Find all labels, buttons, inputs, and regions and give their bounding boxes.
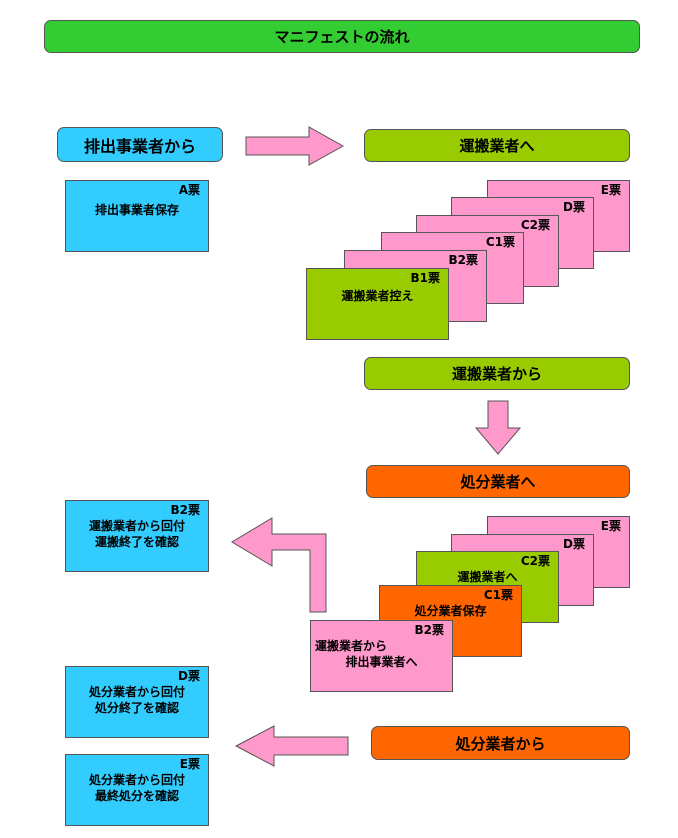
stack1-slip-d-code: D票 [563,200,585,214]
arrow-right-icon [245,126,345,166]
stack2-slip-e-code: E票 [600,519,621,533]
slip-a-code: A票 [178,183,200,197]
header-to-processor: 処分業者へ [366,465,630,498]
header-to-transporter-label: 運搬業者へ [459,137,535,155]
slip-b1: B1票 運搬業者控え [306,268,449,340]
arrow-bent-left-icon [231,517,327,613]
title-bar: マニフェストの流れ [44,20,640,53]
slip-e-return-code: E票 [179,757,200,771]
stack1-slip-c1-code: C1票 [485,235,515,249]
stack2-slip-c1-code: C1票 [483,588,513,602]
stack2-slip-d-code: D票 [563,537,585,551]
stack1-slip-c2-code: C2票 [520,218,550,232]
slip-b2-return-code: B2票 [170,503,201,517]
slip-d-return-line2: 処分終了を確認 [94,701,179,715]
arrow-down-icon [474,400,522,455]
slip-b2-return: B2票 運搬業者から回付 運搬終了を確認 [65,500,209,572]
slip-e-return-line1: 処分業者から回付 [88,773,185,787]
header-from-processor: 処分業者から [371,726,630,760]
slip-d-return: D票 処分業者から回付 処分終了を確認 [65,666,209,738]
slip-b2-return-line2: 運搬終了を確認 [94,535,179,549]
stack2-slip-c1-text: 処分業者保存 [414,604,487,618]
arrow-left-icon [234,725,349,767]
stack2-slip-c2-code: C2票 [520,554,550,568]
slip-e-return: E票 処分業者から回付 最終処分を確認 [65,754,209,826]
slip-b1-code: B1票 [410,271,441,285]
stack1-slip-e-code: E票 [600,183,621,197]
slip-e-return-line2: 最終処分を確認 [94,789,179,803]
slip-b1-text: 運搬業者控え [341,289,414,303]
stack2-slip-b2-code: B2票 [414,623,445,637]
slip-a-text: 排出事業者保存 [94,203,179,217]
header-from-emitter: 排出事業者から [57,127,223,162]
stack2-slip-b2: B2票 運搬業者から 排出事業者へ [310,620,453,692]
header-from-processor-label: 処分業者から [455,734,546,753]
slip-d-return-code: D票 [178,669,200,683]
header-to-transporter: 運搬業者へ [364,129,630,162]
header-to-processor-label: 処分業者へ [460,473,536,491]
header-from-transporter: 運搬業者から [364,357,630,390]
header-from-emitter-label: 排出事業者から [83,136,196,156]
slip-b2-return-line1: 運搬業者から回付 [88,519,185,533]
slip-d-return-line1: 処分業者から回付 [88,685,185,699]
stack2-slip-b2-line2: 排出事業者へ [345,655,418,669]
stack2-slip-b2-line1: 運搬業者から [315,639,388,653]
slip-a: A票 排出事業者保存 [65,180,209,252]
stack2-slip-c2-text: 運搬業者へ [457,570,518,584]
stack1-slip-b2-code: B2票 [448,253,479,267]
page-title: マニフェストの流れ [274,28,410,46]
header-from-transporter-label: 運搬業者から [451,365,542,383]
